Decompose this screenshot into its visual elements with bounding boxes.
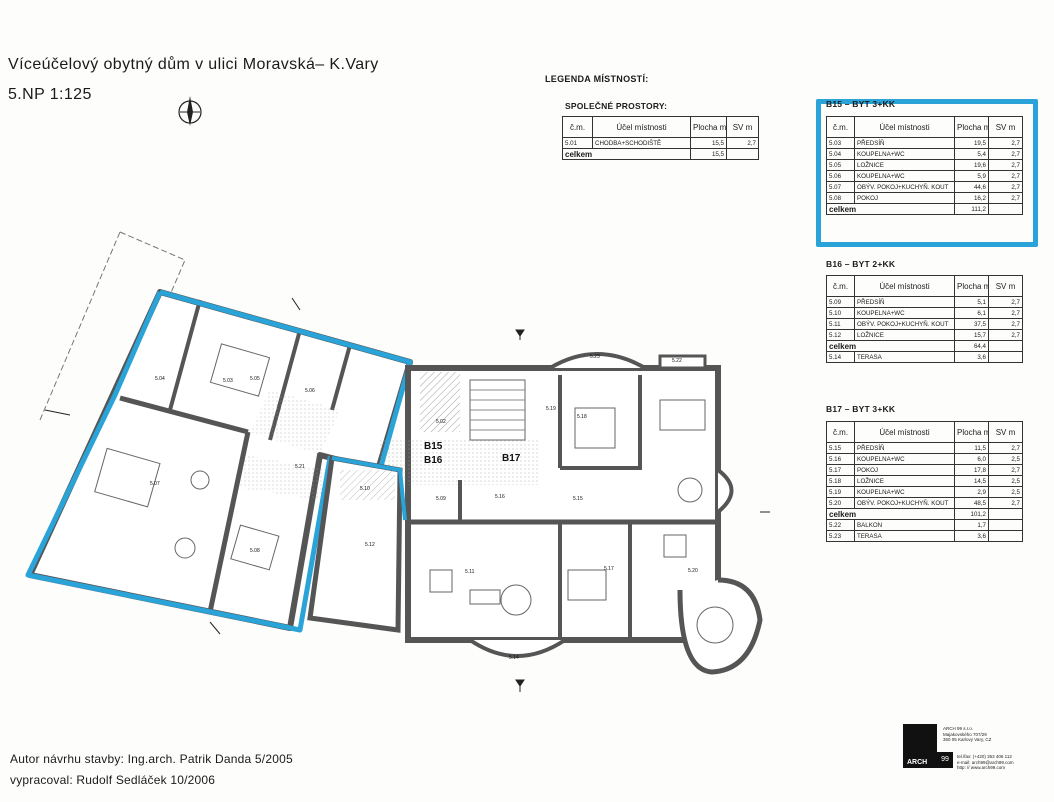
round-bay xyxy=(677,577,763,675)
company-street: Majakovského 707/29 xyxy=(943,731,987,737)
room-label: 5.05 xyxy=(250,376,260,382)
room-label: 5.21 xyxy=(295,464,305,470)
company-logo: ARCH 99 ARCH 99 s.r.o. Majakovského 707/… xyxy=(903,724,1023,776)
room-label: 5.06 xyxy=(305,388,315,394)
company-address: ARCH 99 s.r.o. Majakovského 707/29 360 0… xyxy=(943,726,991,743)
room-label: 5.16 xyxy=(495,494,505,500)
central-block xyxy=(307,365,721,643)
b17-table: č.m. Účel místnosti Plocha m² SV m 5.15P… xyxy=(826,421,1023,542)
room-label: 5.12 xyxy=(365,542,375,548)
room-label: 5.11 xyxy=(465,569,475,575)
company-email: e-mail: arch99@arch99.com xyxy=(957,759,1014,765)
terrace-5-14 xyxy=(468,638,567,658)
room-label: 5.15 xyxy=(573,496,583,502)
room-label: 5.20 xyxy=(688,568,698,574)
label-b16: B16 xyxy=(424,455,443,466)
room-area: 3,6 xyxy=(954,351,989,363)
b16-table: č.m. Účel místnosti Plocha m² SV m 5.09P… xyxy=(826,275,1023,363)
b15-title: B15 – BYT 3+KK xyxy=(826,99,896,109)
company-contact: tel./fax: (+420) 353 406 112 e-mail: arc… xyxy=(957,754,1014,771)
room-purpose: TERASA xyxy=(854,530,955,542)
total-row: celkem 15,5 xyxy=(562,148,759,160)
section-markers xyxy=(44,297,770,692)
company-city: 360 05 Karlovy Vary, CZ xyxy=(943,737,992,742)
room-label: 5.08 xyxy=(250,548,260,554)
logo-name: ARCH xyxy=(907,759,928,766)
room-label: 5.07 xyxy=(150,481,160,487)
room-number: 5.14 xyxy=(826,351,855,363)
label-b17: B17 xyxy=(502,453,521,464)
drawing-subtitle: 5.NP 1:125 xyxy=(8,86,92,103)
room-label: 5.03 xyxy=(223,378,233,384)
drawing-title: Víceúčelový obytný dům v ulici Moravská–… xyxy=(8,56,379,73)
room-label: 5.10 xyxy=(360,486,370,492)
logo-mark: ARCH xyxy=(903,724,937,768)
label-b15: B15 xyxy=(424,441,443,452)
common-areas-table: č.m. Účel místnosti Plocha m² SV m 5.01 … xyxy=(562,116,759,160)
legend-title: LEGENDA MÍSTNOSTÍ: xyxy=(545,74,649,84)
prepared-by-line: vypracoval: Rudolf Sedláček 10/2006 xyxy=(10,773,216,787)
room-label: 5.14 xyxy=(509,655,519,661)
company-name: ARCH 99 s.r.o. xyxy=(943,726,974,731)
common-areas-title: SPOLEČNÉ PROSTORY: xyxy=(565,101,668,111)
room-label: 5.23 xyxy=(590,354,600,360)
room-label: 5.19 xyxy=(546,406,556,412)
north-arrow-icon xyxy=(178,96,202,126)
balcony-5-22 xyxy=(658,354,707,370)
b17-title: B17 – BYT 3+KK xyxy=(826,404,896,414)
company-phone: tel./fax: (+420) 353 406 112 xyxy=(957,754,1012,759)
room-label: 5.09 xyxy=(436,496,446,502)
room-label: 5.17 xyxy=(604,566,614,572)
b15-highlight-frame xyxy=(816,99,1038,247)
room-label: 5.22 xyxy=(672,358,682,364)
author-line: Autor návrhu stavby: Ing.arch. Patrik Da… xyxy=(10,752,293,766)
terrace-5-23 xyxy=(548,352,647,370)
bay-window xyxy=(716,468,734,514)
room-label: 5.18 xyxy=(577,414,587,420)
table-row: 5.01 CHODBA+SCHODIŠTĚ 15,5 2,7 xyxy=(562,137,759,149)
site-boundary xyxy=(39,231,186,421)
room-label: 5.02 xyxy=(436,419,446,425)
company-web: http: // www.arch99.com xyxy=(957,765,1006,770)
b16-title: B16 – BYT 2+KK xyxy=(826,259,896,269)
room-label: 5.04 xyxy=(155,376,165,382)
logo-number: 99 xyxy=(937,752,953,768)
b15-table: č.m. Účel místnosti Plocha m² SV m 5.03P… xyxy=(826,116,1023,215)
